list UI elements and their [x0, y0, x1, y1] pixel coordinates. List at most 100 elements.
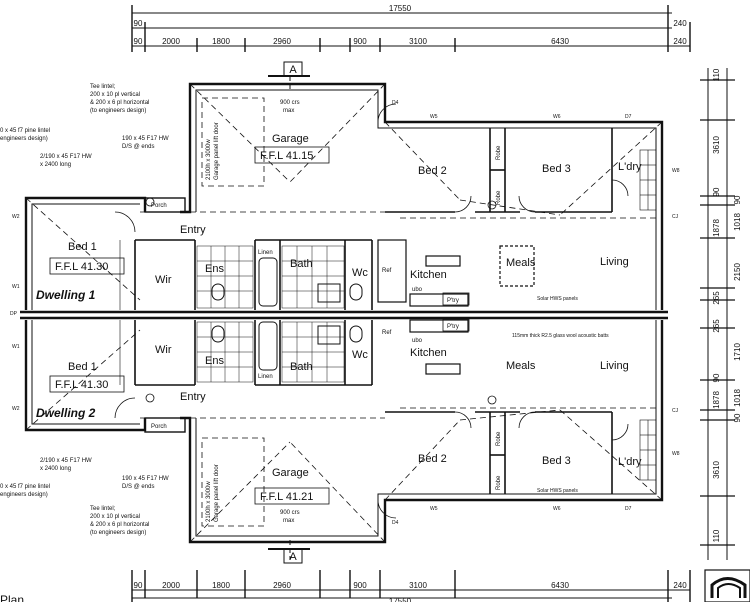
- tag-dp-left: DP: [10, 311, 18, 317]
- d2-bath: Bath: [290, 361, 313, 373]
- d2-garage: Garage: [272, 467, 309, 479]
- d1-ubo: ubo: [412, 287, 423, 293]
- d2-meals: Meals: [506, 360, 536, 372]
- note2-f17-1b: D/S @ ends: [122, 484, 154, 490]
- rdim-3: 1878: [712, 219, 721, 237]
- d1-ldry: L'dry: [618, 161, 642, 173]
- d1-bed1: Bed 1: [68, 241, 97, 253]
- d1-bed1-ffl: F.F.L 41.30: [55, 261, 108, 273]
- d2-robe-a: Robe: [496, 431, 502, 446]
- dim-chain-4: 900: [353, 37, 367, 46]
- note2-f17-1a: 190 x 45 F17 HW: [122, 476, 169, 482]
- d2-porch: Porch: [151, 424, 167, 430]
- d1-meals: Meals: [506, 257, 536, 269]
- rdim-13: 90: [733, 413, 742, 422]
- d2-bed1: Bed 1: [68, 361, 97, 373]
- d2-garage-ffl: F.F.L 41.21: [260, 491, 313, 503]
- tag-w5-top: W5: [430, 114, 438, 120]
- tag-w6-bottom: W6: [553, 506, 561, 512]
- note-f17-2a: 2/190 x 45 F17 HW: [40, 154, 92, 160]
- tag-cj-top: CJ: [672, 214, 679, 220]
- tag-cj-bottom: CJ: [672, 408, 679, 414]
- overall-dim-bottom: 17550: [389, 597, 412, 602]
- tag-d7-top: D7: [625, 114, 632, 120]
- dim-chain-0: 90: [134, 37, 143, 46]
- d1-kitchen: Kitchen: [410, 269, 447, 281]
- d1-linen: Linen: [258, 250, 273, 256]
- tag-w1-bottom: W1: [12, 344, 20, 350]
- d2-ptry: P'try: [447, 324, 459, 330]
- d2-name: Dwelling 2: [36, 406, 96, 420]
- rdim-12: 1018: [733, 389, 742, 407]
- d1-garage-ffl: F.F.L 41.15: [260, 150, 313, 162]
- garage-door-note-1b: Garage panel lift door: [214, 122, 220, 180]
- note2-f17-2b: x 2400 long: [40, 466, 71, 472]
- d2-wc: Wc: [352, 349, 368, 361]
- dim-bchain-6: 6430: [551, 581, 569, 590]
- windows: [420, 121, 645, 501]
- kitchen-d1: [377, 239, 535, 375]
- wet-walls-d2: [134, 320, 373, 386]
- note-pine-2: engineers design): [0, 136, 48, 142]
- note2-f17-2a: 2/190 x 45 F17 HW: [40, 458, 92, 464]
- porch-boxes: [119, 197, 186, 433]
- d2-ubo: ubo: [412, 338, 423, 344]
- laundry-tiles: [639, 149, 657, 481]
- rdim-15: 110: [712, 529, 721, 542]
- tag-w8-bottom: W8: [672, 451, 680, 457]
- rdim-0: 110: [712, 68, 721, 81]
- d1-bed2: Bed 2: [418, 165, 447, 177]
- note2-tee-3: & 200 x 6 pl horizontal: [90, 522, 149, 528]
- d2-bed1-ffl: F.F.L 41.30: [55, 379, 108, 391]
- dim-bchain-3: 2960: [273, 581, 291, 590]
- d1-robe-a: Robe: [496, 145, 502, 160]
- insulation-note: 115mm thick R2.5 glass wool acoustic bat…: [512, 333, 609, 339]
- d2-ens: Ens: [205, 355, 224, 367]
- d2-kitchen: Kitchen: [410, 347, 447, 359]
- d1-ens: Ens: [205, 263, 224, 275]
- section-label-top: A: [289, 64, 297, 76]
- d1-garage: Garage: [272, 133, 309, 145]
- section-label-bottom: A: [289, 551, 297, 563]
- note-tee-4: (to engineers design): [90, 108, 146, 114]
- d1-bath: Bath: [290, 258, 313, 270]
- solar-note-2: Solar HWS panels: [537, 488, 578, 494]
- rdim-14: 3610: [712, 461, 721, 479]
- dim-bchain-5: 3100: [409, 581, 427, 590]
- solar-note-1: Solar HWS panels: [537, 296, 578, 302]
- door-swings: [114, 103, 629, 519]
- dim-chain-5: 3100: [409, 37, 427, 46]
- d1-entry: Entry: [180, 224, 206, 236]
- note-f17-2b: x 2400 long: [40, 162, 71, 168]
- roof-lines: [25, 83, 663, 543]
- note2-tee-1: Tee lintel;: [90, 506, 116, 512]
- tag-w1-top: W1: [12, 284, 20, 290]
- tag-d7-bottom: D7: [625, 506, 632, 512]
- d2-bed3: Bed 3: [542, 455, 571, 467]
- note2-pine-2: engineers design): [0, 492, 48, 498]
- rdim-5: 90: [733, 195, 742, 204]
- d1-robe-b: Robe: [496, 190, 502, 205]
- wet-walls-d1: [134, 239, 373, 310]
- note-f17-1a: 190 x 45 F17 HW: [122, 136, 169, 142]
- dim-top-left: 90: [134, 19, 143, 28]
- bottom-dimensions: [131, 570, 691, 602]
- d2-robe-b: Robe: [496, 475, 502, 490]
- tag-w2-bottom: W2: [12, 406, 20, 412]
- dim-bchain-2: 1800: [212, 581, 230, 590]
- overall-dim-top: 17550: [389, 4, 412, 13]
- dim-chain-7: 240: [673, 37, 687, 46]
- bathtubs: [211, 257, 363, 371]
- note-tee-1: Tee lintel;: [90, 84, 116, 90]
- section-line-a: [268, 61, 310, 564]
- dim-chain-6: 6430: [551, 37, 569, 46]
- bed23-walls-d2: [385, 411, 613, 494]
- tag-w5-bottom: W5: [430, 506, 438, 512]
- tag-d4-bottom: D4: [392, 520, 399, 526]
- d2-entry: Entry: [180, 391, 206, 403]
- right-dimensions: [700, 68, 750, 602]
- note-tee-3: & 200 x 6 pl horizontal: [90, 100, 149, 106]
- note2-pine-1: 0 x 45 f7 pine lintel: [0, 484, 50, 490]
- max-note-1: max: [283, 108, 294, 114]
